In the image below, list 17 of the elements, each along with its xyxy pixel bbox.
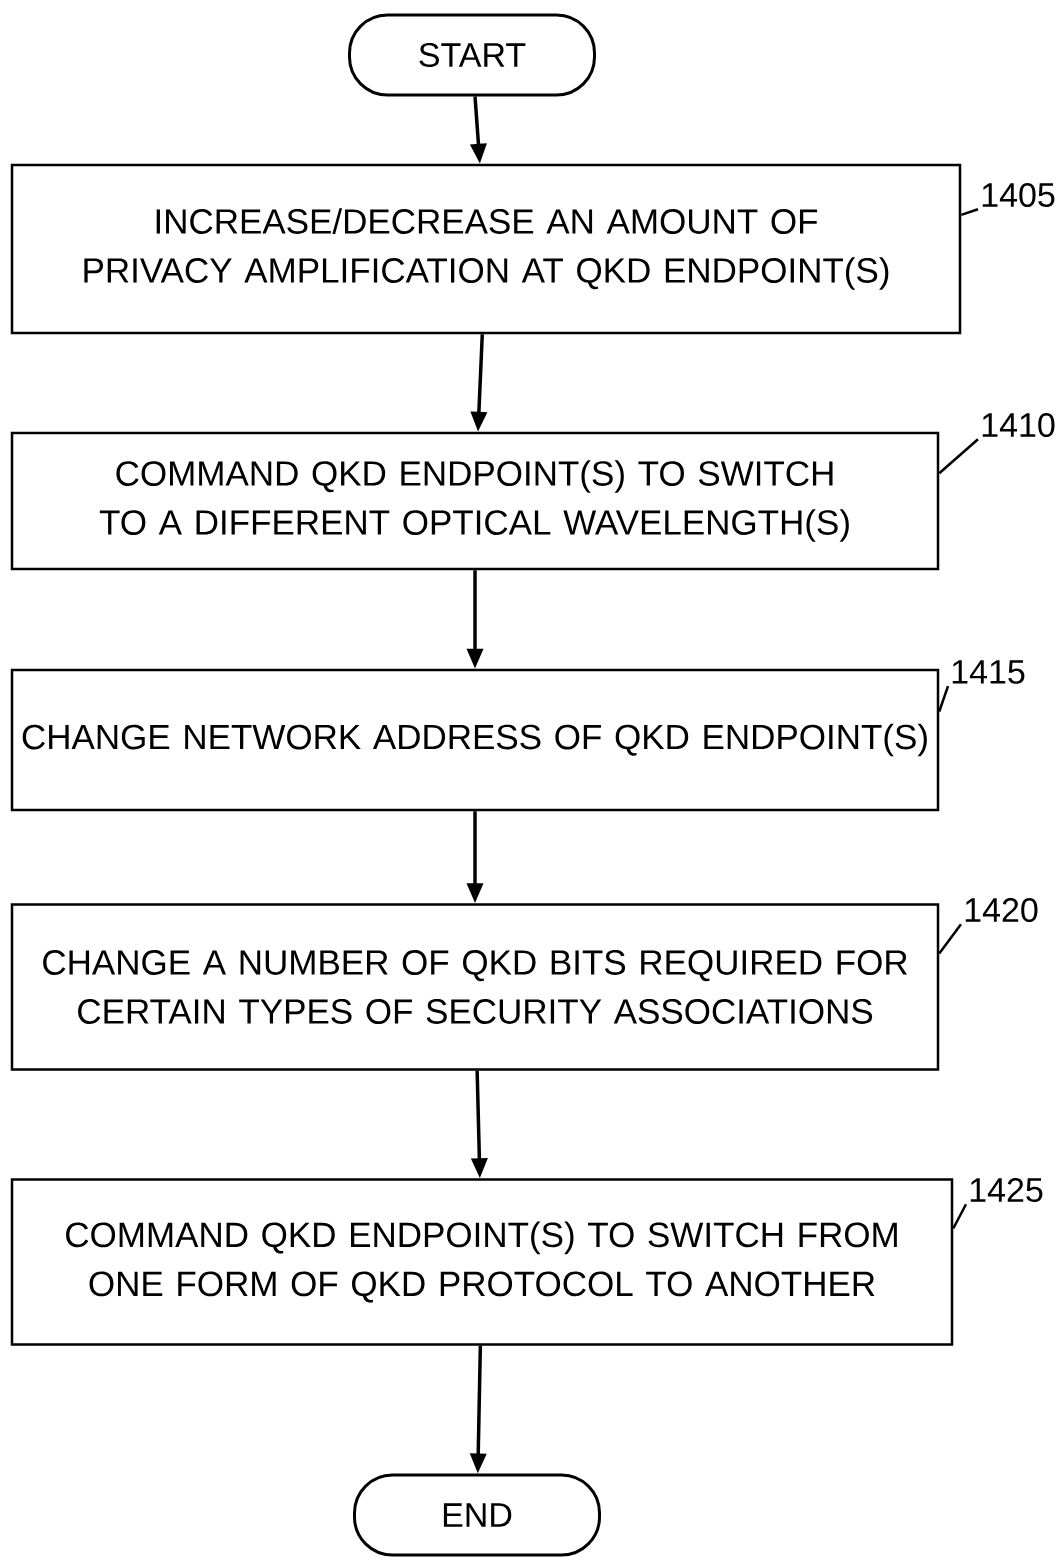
leader-line (938, 438, 979, 475)
terminal-box: END (353, 1473, 601, 1557)
callout-number: 1410 (982, 412, 1055, 438)
process-box: INCREASE/DECREASE AN AMOUNT OF PRIVACY AMPLIFICATION AT QKD ENDPOINT(S) (10, 163, 962, 335)
terminal-box: START (348, 13, 596, 97)
process-box: CHANGE NETWORK ADDRESS OF QKD ENDPOINT(S) (10, 668, 940, 812)
leader-line (938, 685, 950, 712)
process-box: CHANGE A NUMBER OF QKD BITS REQUIRED FOR CERTAIN TYPES OF SECURITY ASSOCIATIONS (10, 903, 940, 1071)
callout-number: 1425 (970, 1177, 1043, 1203)
process-box: COMMAND QKD ENDPOINT(S) TO SWITCH FROM ONE FORM OF QKD PROTOCOL TO ANOTHER (10, 1178, 954, 1346)
callout-number: 1420 (965, 897, 1038, 923)
callout-number: 1415 (952, 660, 1025, 684)
leader-line (952, 1203, 968, 1230)
leader-line (960, 208, 979, 217)
process-box: COMMAND QKD ENDPOINT(S) TO SWITCH TO A DIFFERENT OPTICAL WAVELENGTH(S) (10, 431, 940, 571)
callout-number: 1405 (982, 182, 1055, 208)
leader-line (938, 923, 962, 955)
